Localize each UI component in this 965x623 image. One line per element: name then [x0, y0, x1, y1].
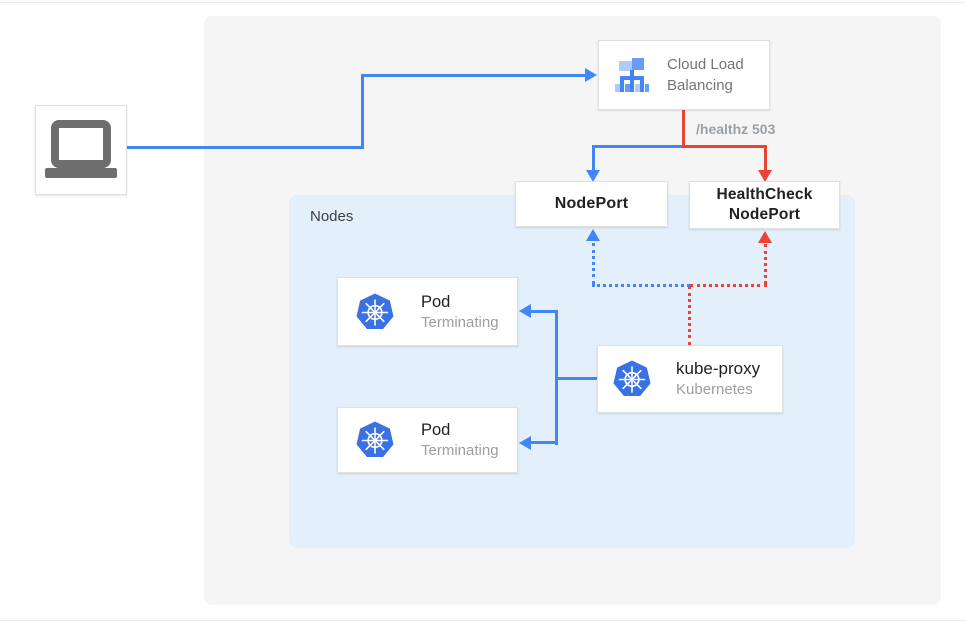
kube-proxy-subtitle: Kubernetes: [676, 381, 753, 398]
arrowhead-into-pod2: [519, 436, 531, 450]
healthcheck-nodeport-label: HealthCheck NodePort: [716, 186, 813, 223]
arrowhead-into-pod1: [519, 304, 531, 318]
edge-to-pod1-horizontal: [531, 310, 558, 313]
nodeport-label: NodePort: [554, 195, 629, 212]
healthz-503-label: /healthz 503: [696, 121, 776, 137]
healthcheck-nodeport-node: HealthCheck NodePort: [689, 181, 840, 229]
arrowhead-into-healthcheck-nodeport: [758, 170, 772, 182]
pod-title: Pod: [421, 421, 451, 439]
bottom-divider: [0, 620, 965, 621]
pod-status: Terminating: [421, 313, 499, 331]
arrowhead-into-cloud-lb: [585, 68, 597, 82]
edge-to-pod2-horizontal: [531, 441, 558, 444]
laptop-icon: [44, 119, 118, 181]
edge-junction-to-healthcheck-vertical: [764, 145, 767, 171]
edge-client-to-lb-horizontal: [127, 146, 362, 149]
edge-junction-to-nodeport-horizontal: [592, 145, 682, 148]
nodes-group-label: Nodes: [310, 208, 354, 225]
edge-dotted-red-horizontal: [690, 284, 767, 287]
arrowhead-into-nodeport: [586, 170, 600, 182]
edge-junction-to-nodeport-vertical: [592, 145, 595, 171]
arrowhead-dotted-into-nodeport: [586, 229, 600, 241]
edge-client-to-lb-horizontal-2: [361, 74, 586, 77]
kubernetes-icon: [355, 292, 395, 332]
pod-status: Terminating: [421, 442, 499, 459]
edge-lb-down-red: [682, 110, 685, 148]
cloud-load-balancing-node: Cloud Load Balancing: [598, 40, 770, 110]
load-balancer-icon: [612, 55, 652, 95]
kubernetes-icon: [612, 359, 652, 399]
edge-kubeproxy-up-dotted-red: [688, 286, 691, 345]
pod-node-2: Pod Terminating: [337, 407, 518, 473]
edge-client-to-lb-vertical: [361, 74, 364, 149]
client-node: [35, 105, 127, 195]
edge-dotted-red-vertical: [764, 244, 767, 284]
kube-proxy-node: kube-proxy Kubernetes: [597, 345, 783, 413]
top-divider: [0, 2, 965, 3]
pod-title: Pod: [421, 292, 451, 311]
edge-dotted-blue-vertical: [592, 243, 595, 284]
edge-kubeproxy-to-split: [555, 377, 598, 380]
pod-node-1: Pod Terminating: [337, 277, 518, 346]
edge-dotted-blue-horizontal: [592, 284, 690, 287]
nodeport-node: NodePort: [515, 181, 668, 227]
edge-junction-to-healthcheck-horizontal: [682, 145, 767, 148]
cloud-lb-label: Cloud Load Balancing: [667, 56, 744, 94]
arrowhead-dotted-into-healthcheck: [758, 231, 772, 243]
kubernetes-icon: [355, 420, 395, 460]
kube-proxy-title: kube-proxy: [676, 359, 761, 378]
edge-pods-split-vertical: [555, 310, 558, 445]
